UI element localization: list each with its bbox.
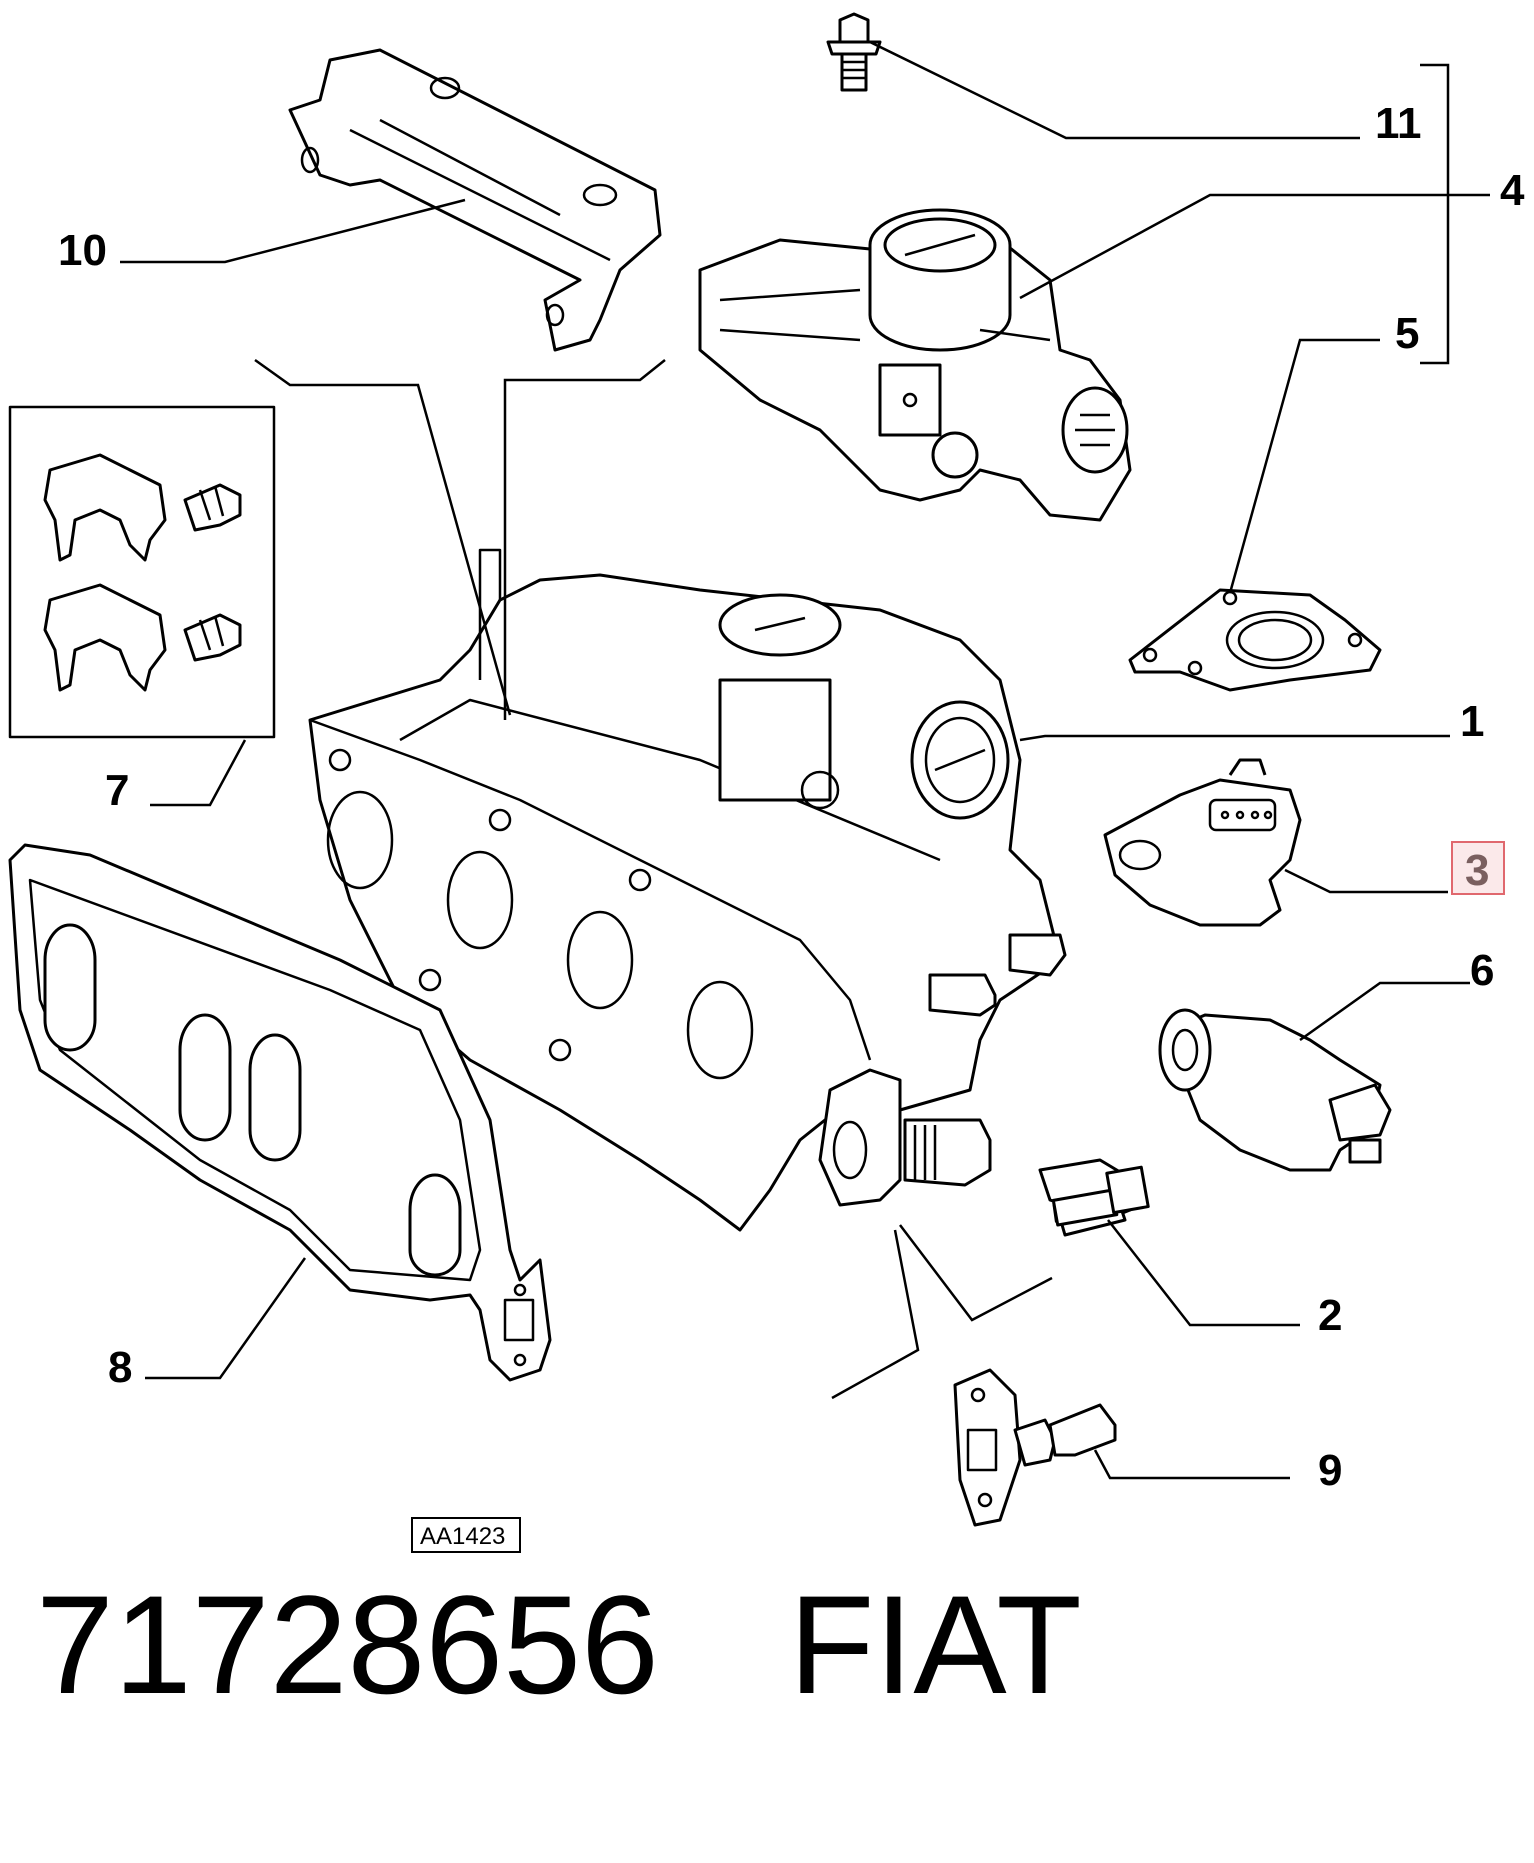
callout-6: 6 — [1470, 946, 1494, 995]
part-5-gasket — [1128, 588, 1382, 692]
part-6-idle-valve — [1158, 1008, 1392, 1172]
leader-lines — [120, 40, 1490, 1480]
callout-5: 5 — [1395, 309, 1419, 358]
callout-1: 1 — [1460, 697, 1484, 746]
callout-11: 11 — [1375, 99, 1422, 148]
callout-8: 8 — [108, 1343, 132, 1392]
drawing-code-box — [411, 1517, 521, 1553]
part-2-screw — [1051, 1165, 1150, 1227]
callout-4: 4 — [1500, 166, 1525, 215]
drawing-code: AA1423 — [420, 1523, 505, 1550]
callout-3: 3 — [1465, 846, 1489, 895]
part-10-bracket — [288, 48, 662, 352]
part-7-clips-box — [8, 405, 276, 739]
part-9-temp-sensor — [953, 1368, 1117, 1527]
callout-9: 9 — [1318, 1446, 1342, 1495]
callout-10: 10 — [58, 226, 107, 275]
part-3-map-sensor — [1103, 758, 1302, 927]
part-number: 71728656 — [36, 1566, 659, 1723]
callout-2: 2 — [1318, 1291, 1342, 1340]
part-4-throttle-body — [698, 208, 1132, 522]
callout-7: 7 — [105, 766, 129, 815]
highlight-box-callout-3 — [1451, 841, 1505, 895]
part-8-manifold-gasket — [8, 843, 552, 1382]
brand-name: FIAT — [788, 1566, 1082, 1723]
part-1-intake-manifold — [308, 548, 1067, 1232]
part-11-bolt — [826, 12, 882, 92]
